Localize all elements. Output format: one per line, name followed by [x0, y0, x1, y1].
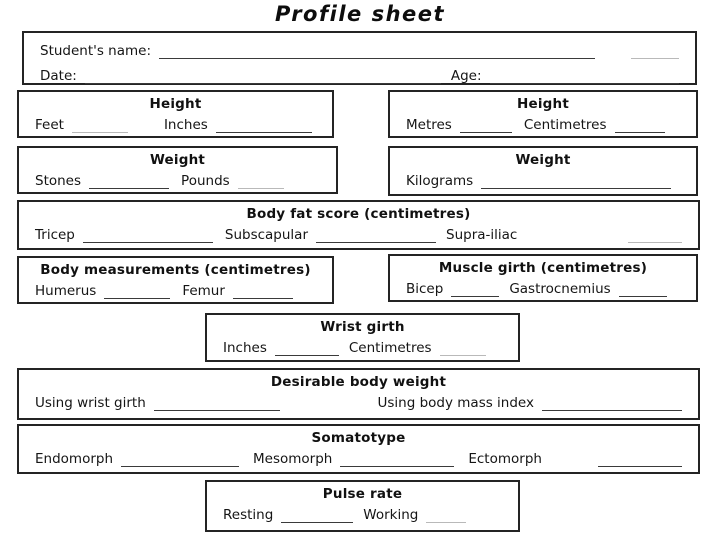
centimetres-blank-line — [614, 119, 665, 133]
section-weight-metric: Weight Kilograms — [388, 146, 698, 196]
age-label: Age: — [450, 68, 482, 84]
wrist-inches-blank-line — [274, 342, 339, 356]
femur-label: Femur — [182, 283, 225, 299]
tricep-blank-line — [82, 229, 213, 243]
stones-label: Stones — [35, 173, 82, 189]
section-title: Desirable body weight — [270, 374, 447, 390]
student-name-blank-line — [159, 45, 596, 59]
working-label: Working — [363, 507, 419, 523]
bicep-blank-line — [451, 283, 500, 297]
wrist-centimetres-label: Centimetres — [348, 340, 432, 356]
metres-label: Metres — [406, 117, 452, 133]
using-wrist-girth-blank-line — [153, 397, 280, 411]
section-height-metric: Height Metres Centimetres — [388, 90, 698, 138]
supra-iliac-label: Supra-iliac — [446, 227, 518, 243]
using-wrist-girth-label: Using wrist girth — [35, 395, 146, 411]
humerus-blank-line — [104, 285, 171, 299]
section-title: Height — [516, 96, 569, 112]
section-title: Pulse rate — [322, 486, 403, 502]
stones-blank-line — [89, 175, 170, 189]
section-pulse-rate: Pulse rate Resting Working — [205, 480, 520, 532]
section-title: Body measurements (centimetres) — [40, 262, 311, 278]
wrist-inches-label: Inches — [223, 340, 267, 356]
section-title: Muscle girth (centimetres) — [438, 260, 648, 276]
endomorph-blank-line — [121, 453, 240, 467]
gastrocnemius-label: Gastrocnemius — [509, 281, 611, 297]
feet-blank-line — [71, 119, 128, 133]
section-title: Weight — [515, 152, 571, 168]
pounds-blank-line — [237, 175, 284, 189]
feet-label: Feet — [35, 117, 64, 133]
mesomorph-blank-line — [340, 453, 455, 467]
section-somatotype: Somatotype Endomorph Mesomorph Ectomorph — [17, 424, 700, 474]
section-title: Somatotype — [311, 430, 406, 446]
subscapular-label: Subscapular — [224, 227, 308, 243]
subscapular-blank-line — [316, 229, 436, 243]
using-body-mass-index-label: Using body mass index — [377, 395, 534, 411]
section-title: Wrist girth — [320, 319, 405, 335]
kilograms-blank-line — [481, 175, 672, 189]
mesomorph-label: Mesomorph — [253, 451, 333, 467]
wrist-centimetres-blank-line — [439, 342, 486, 356]
section-wrist-girth: Wrist girth Inches Centimetres — [205, 313, 520, 362]
working-blank-line — [426, 509, 467, 523]
using-body-mass-index-blank-line — [542, 397, 682, 411]
section-body-measurements: Body measurements (centimetres) Humerus … — [17, 256, 334, 304]
gastrocnemius-blank-line — [618, 283, 667, 297]
tricep-label: Tricep — [35, 227, 75, 243]
femur-blank-line — [232, 285, 293, 299]
supra-iliac-blank-line — [628, 229, 682, 243]
date-blank-line — [84, 70, 441, 84]
section-title: Body fat score (centimetres) — [246, 206, 471, 222]
page-title: Profile sheet — [274, 2, 446, 26]
metres-blank-line — [459, 119, 512, 133]
section-desirable-body-weight: Desirable body weight Using wrist girth … — [17, 368, 700, 420]
resting-label: Resting — [223, 507, 274, 523]
section-title: Height — [149, 96, 202, 112]
section-muscle-girth: Muscle girth (centimetres) Bicep Gastroc… — [388, 254, 698, 302]
ectomorph-blank-line — [598, 453, 682, 467]
pounds-label: Pounds — [181, 173, 230, 189]
resting-blank-line — [281, 509, 354, 523]
section-weight-imperial: Weight Stones Pounds — [17, 146, 338, 194]
student-info-box: Student's name: Date: Age: — [22, 31, 697, 85]
ectomorph-label: Ectomorph — [468, 451, 542, 467]
date-label: Date: — [40, 68, 77, 84]
student-name-label: Student's name: — [40, 43, 152, 59]
section-title: Weight — [149, 152, 206, 168]
section-height-imperial: Height Feet Inches — [17, 90, 334, 138]
section-body-fat-score: Body fat score (centimetres) Tricep Subs… — [17, 200, 700, 250]
inches-blank-line — [215, 119, 312, 133]
student-name-right-blank-line — [631, 45, 679, 59]
age-blank-line — [489, 70, 679, 84]
inches-label: Inches — [163, 117, 208, 133]
kilograms-label: Kilograms — [406, 173, 474, 189]
centimetres-label: Centimetres — [523, 117, 607, 133]
bicep-label: Bicep — [406, 281, 444, 297]
humerus-label: Humerus — [35, 283, 97, 299]
endomorph-label: Endomorph — [35, 451, 114, 467]
